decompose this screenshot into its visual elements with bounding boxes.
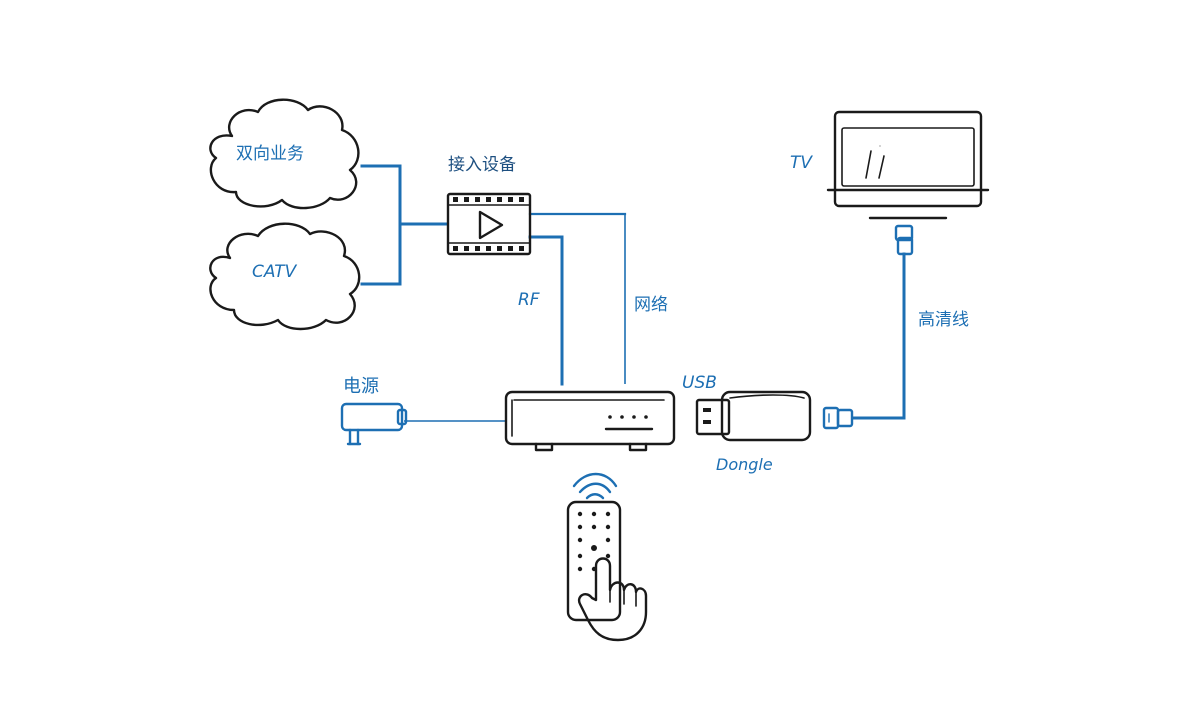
remote-control [566,500,622,622]
wire-rf [528,235,564,386]
label-usb: USB [682,373,717,393]
cloud-catv [209,222,361,331]
tv-monitor [826,110,990,220]
label-network: 网络 [634,295,668,315]
label-tv: TV [790,153,813,173]
label-access-device: 接入设备 [448,155,516,175]
set-top-box [504,390,676,452]
usb-dongle [695,390,812,442]
hand-pointer-icon [577,557,648,642]
hdmi-plug-dongle [822,406,854,430]
label-cloud-catv: CATV [252,262,297,282]
wire-network [530,213,626,384]
wire-hdmi [851,252,906,420]
label-hdmi-cable: 高清线 [918,310,969,330]
access-device-icon [446,192,532,256]
hdmi-plug-tv [894,224,914,256]
power-adapter [340,402,408,446]
wifi-signal-icon [572,472,618,500]
label-dongle: Dongle [716,455,773,474]
wires [360,164,906,422]
wire-bidirectional [360,164,402,286]
label-rf: RF [518,290,540,310]
label-power: 电源 [343,376,379,397]
cloud-bidirectional [209,98,360,210]
label-cloud-bidirectional: 双向业务 [236,144,304,164]
